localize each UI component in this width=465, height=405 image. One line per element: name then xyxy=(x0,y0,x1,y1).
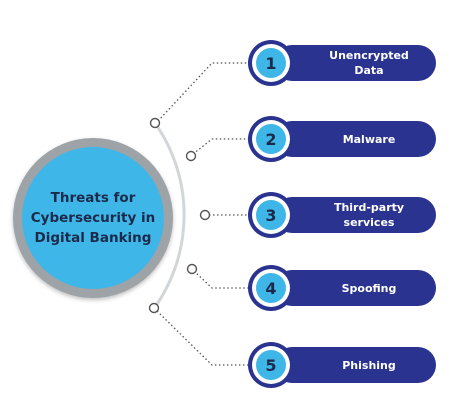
connector-line-2 xyxy=(192,138,256,155)
center-title: Threats for Cybersecurity in Digital Ban… xyxy=(30,190,156,246)
threat-pill: Phishing xyxy=(274,347,436,383)
center-hub-inner: Threats for Cybersecurity in Digital Ban… xyxy=(22,147,164,289)
connector-node-1 xyxy=(149,117,161,129)
connector-node-3 xyxy=(199,209,211,221)
threat-number: 4 xyxy=(256,273,286,303)
threat-item-spoofing: Spoofing 4 xyxy=(248,265,438,311)
threat-number: 3 xyxy=(256,200,286,230)
threat-pill: Spoofing xyxy=(274,270,436,306)
connector-node-5 xyxy=(148,302,160,314)
threat-number: 5 xyxy=(256,350,286,380)
threat-label: Third-party services xyxy=(333,201,405,229)
threat-number: 1 xyxy=(256,48,286,78)
threat-pill: Unencrypted Data xyxy=(274,45,436,81)
threat-number-badge: 3 xyxy=(248,192,294,238)
threat-number-badge: 4 xyxy=(248,265,294,311)
center-hub: Threats for Cybersecurity in Digital Ban… xyxy=(13,138,173,298)
threat-label: Malware xyxy=(342,132,396,146)
connector-line-4 xyxy=(193,270,256,289)
threat-item-phishing: Phishing 5 xyxy=(248,342,438,388)
connector-line-5 xyxy=(156,310,256,366)
threat-label: Spoofing xyxy=(341,281,397,295)
connector-line-1 xyxy=(157,62,256,122)
threat-number-badge: 2 xyxy=(248,116,294,162)
connector-node-4 xyxy=(186,263,198,275)
connector-node-2 xyxy=(185,150,197,162)
outer-arc xyxy=(153,122,186,308)
threat-number-badge: 5 xyxy=(248,342,294,388)
threat-item-malware: Malware 2 xyxy=(248,116,438,162)
threat-number: 2 xyxy=(256,124,286,154)
threat-label: Unencrypted Data xyxy=(329,49,409,77)
threat-label: Phishing xyxy=(342,358,396,372)
threat-pill: Malware xyxy=(274,121,436,157)
threat-number-badge: 1 xyxy=(248,40,294,86)
threat-item-unencrypted-data: Unencrypted Data 1 xyxy=(248,40,438,86)
threat-item-third-party-services: Third-party services 3 xyxy=(248,192,438,238)
threat-pill: Third-party services xyxy=(274,197,436,233)
